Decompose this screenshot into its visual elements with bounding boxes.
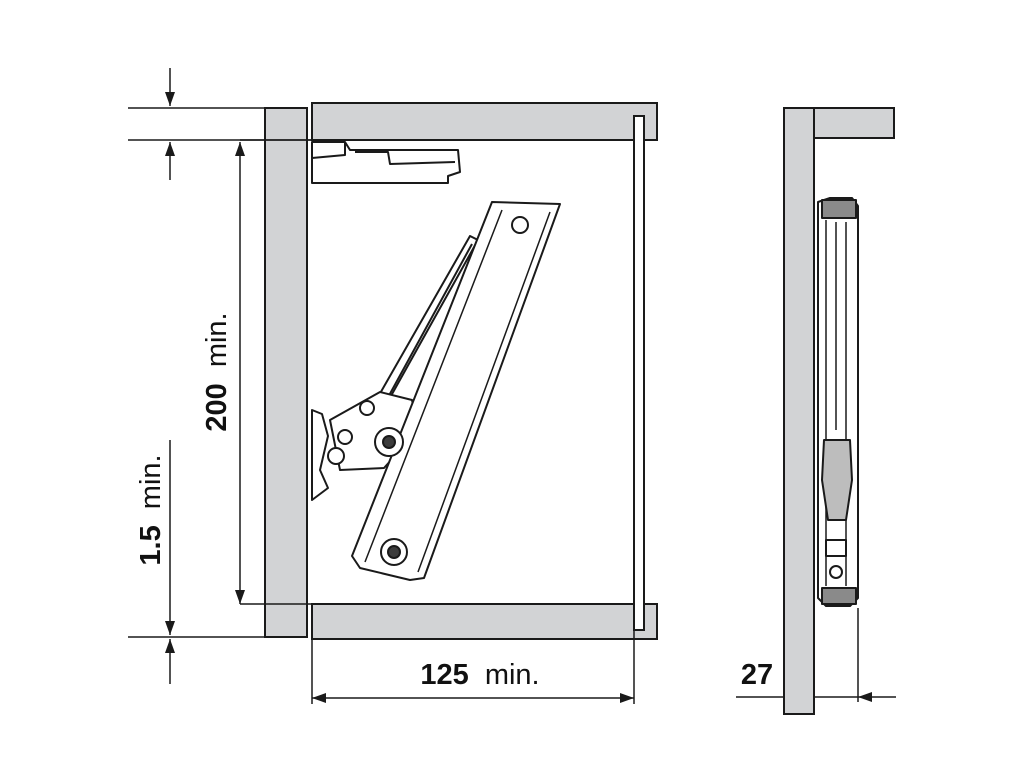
top-panel [311,102,658,141]
top-bracket [311,141,461,184]
gap-unit: min. [135,454,167,509]
depth-dimension-lines [736,608,896,702]
height-dimension-label: 200 min. [201,312,233,431]
lower-pivot-hole-inner [387,545,401,559]
width-dimension-label: 125 min. [420,659,539,691]
depth-dimension-arrowheads [858,692,872,702]
width-value: 125 [420,659,468,691]
height-unit: min. [201,312,233,367]
linkage-pivot-3 [327,447,345,465]
secondary-arm-inner [379,243,473,413]
gap-dimension-label: 1.5 min. [135,454,167,565]
lower-bracket [311,409,329,501]
front-flap [633,115,645,631]
dimension-arrowheads [165,92,634,703]
gap-value: 1.5 [135,525,167,565]
main-arm [351,201,561,581]
front-view [264,102,658,640]
depth-dimension-label: 27 [741,659,773,691]
side-mechanism-linkage [821,439,853,521]
side-mechanism-pivot [829,565,843,579]
linkage-pivot-2 [337,429,353,445]
linkage-pivot-1 [359,400,375,416]
side-view [783,107,895,715]
side-mechanism-top-cap [821,199,857,219]
spring-pivot-inner [382,435,396,449]
left-side-panel [264,107,308,638]
side-view-top-panel [813,107,895,139]
side-view-panel [783,107,815,715]
side-view-mechanism [817,197,859,607]
lift-mechanism [311,141,561,581]
main-arm-edge [364,209,551,573]
side-mechanism-bottom-cap [821,587,857,605]
bottom-panel [311,603,658,640]
upper-pivot-hole [511,216,529,234]
side-mechanism-slot [825,539,847,557]
width-unit: min. [485,659,540,691]
top-bracket-detail [311,142,456,165]
height-value: 200 [201,383,233,431]
